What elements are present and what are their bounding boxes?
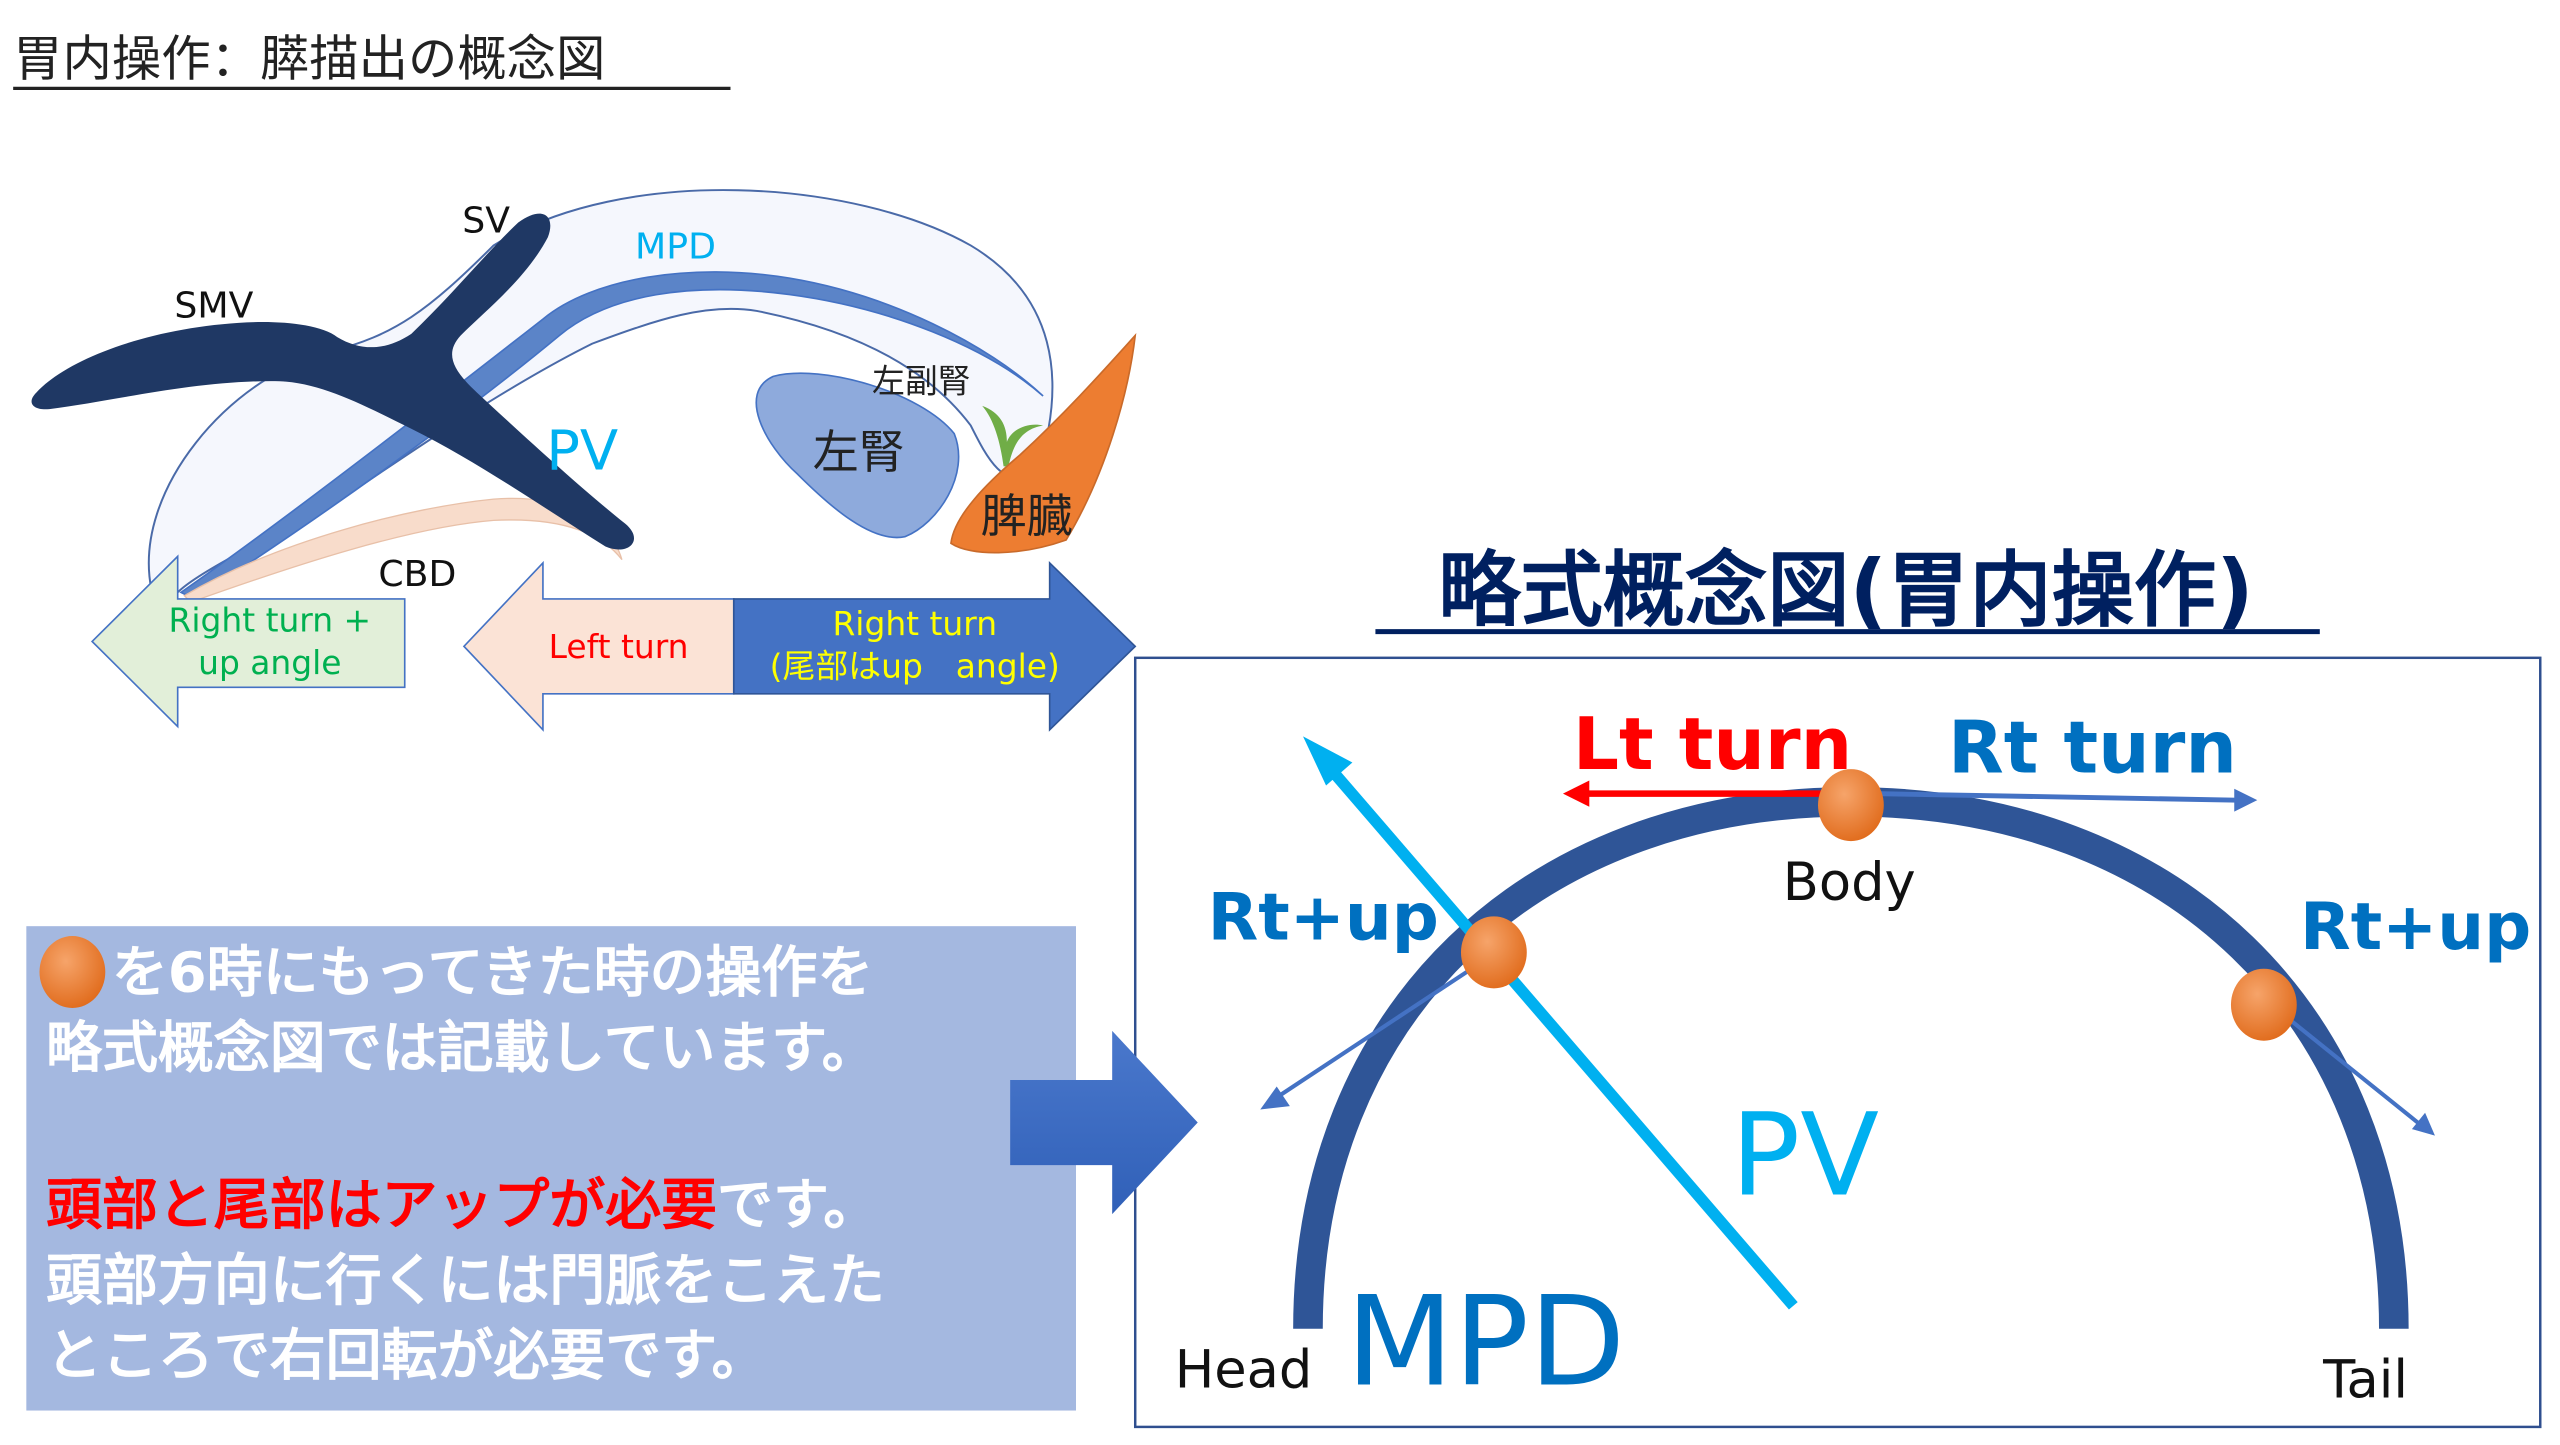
note-line-2: 略式概念図では記載しています。 (46, 1016, 877, 1081)
dot-tail (2230, 968, 2297, 1041)
anatomy-diagram: SV SMV MPD PV CBD 左副腎 左腎 脾臓 Right turn +… (31, 189, 1137, 732)
note-line-5: ところで右回転が必要です。 (46, 1324, 767, 1389)
label-spleen: 脾臓 (981, 489, 1073, 543)
mpd-label: MPD (1346, 1270, 1626, 1415)
note-line-3-red: 頭部と尾部はアップが必要 (46, 1173, 717, 1238)
body-label: Body (1783, 852, 1916, 913)
pv-label: PV (1731, 1089, 1879, 1223)
big-right-arrow-icon (1010, 1030, 1198, 1215)
schematic: 略式概念図(胃内操作) (1133, 544, 2542, 1429)
schematic-title: 略式概念図(胃内操作) (1438, 544, 2253, 639)
page-title: 胃内操作：膵描出の概念図 (13, 29, 731, 90)
label-sv: SV (462, 199, 510, 241)
rt-up-right-label: Rt+up (2300, 889, 2531, 965)
dot-body (1817, 769, 1884, 842)
left-adrenal (982, 405, 1044, 467)
arrow-left-turn-label: Left turn (549, 628, 689, 666)
note-line-3: 頭部と尾部はアップが必要です。 (46, 1173, 879, 1238)
smv-sv-vessel (31, 213, 635, 550)
note-line-3-rest: です。 (717, 1173, 879, 1238)
rt-turn-label: Rt turn (1948, 707, 2237, 791)
pv-line (1303, 736, 1798, 1310)
note-line-4: 頭部方向に行くには門脈をこえた (46, 1248, 885, 1313)
head-label: Head (1175, 1340, 1313, 1401)
tail-label: Tail (2322, 1350, 2408, 1411)
arrow-left-right-turn: Left turn Right turn (尾部はup angle) (462, 560, 1137, 732)
rt-up-right-arrow (2265, 999, 2435, 1136)
arrow-right-up-line2: up angle (198, 644, 341, 682)
mpd-duct (179, 271, 1044, 600)
rt-up-left-label: Rt+up (1208, 879, 1439, 955)
lt-turn-arrow (1562, 780, 1830, 807)
page-title-text: 胃内操作：膵描出の概念図 (13, 29, 605, 87)
note-line-1: を6時にもってきた時の操作を (112, 941, 873, 1006)
spleen (950, 333, 1137, 554)
dot-head (1460, 916, 1527, 989)
label-left-kidney: 左腎 (813, 425, 905, 479)
arrow-right-up-line1: Right turn + (169, 602, 372, 640)
label-pv: PV (546, 419, 618, 484)
label-mpd: MPD (635, 226, 716, 268)
label-left-adrenal: 左副腎 (872, 363, 971, 401)
left-kidney (755, 372, 960, 539)
arrow-right-turn-line2: (尾部はup angle) (770, 648, 1060, 686)
label-cbd: CBD (378, 553, 456, 595)
lt-turn-label: Lt turn (1573, 703, 1852, 787)
cbd-duct (183, 497, 623, 603)
note-background (26, 926, 1076, 1411)
arrow-right-turn-up: Right turn + up angle (90, 554, 406, 729)
note-dot-icon (39, 936, 106, 1008)
rt-up-left-arrow (1260, 955, 1491, 1110)
arrow-right-turn-line1: Right turn (832, 605, 997, 643)
rt-turn-arrow (1875, 788, 2258, 812)
label-smv: SMV (174, 285, 253, 327)
note-box: を6時にもってきた時の操作を 略式概念図では記載しています。 頭部と尾部はアップ… (26, 926, 1076, 1411)
